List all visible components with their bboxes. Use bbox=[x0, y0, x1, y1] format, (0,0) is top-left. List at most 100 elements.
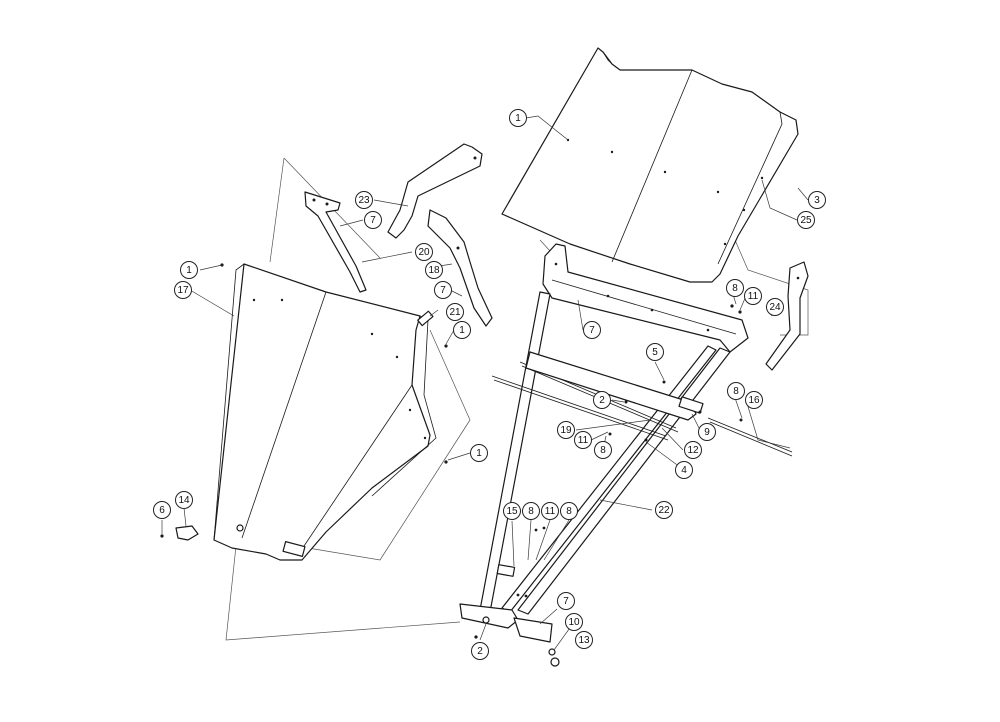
callout-11: 11 bbox=[541, 502, 559, 520]
callout-number: 12 bbox=[687, 445, 699, 456]
callout-number: 17 bbox=[177, 285, 189, 296]
callout-circle bbox=[726, 279, 744, 297]
callout-1: 1 bbox=[470, 444, 488, 462]
callout-2: 2 bbox=[593, 391, 611, 409]
callout-23: 23 bbox=[355, 191, 373, 209]
callout-number: 8 bbox=[528, 506, 534, 517]
callout-circle bbox=[646, 343, 664, 361]
callout-1: 1 bbox=[453, 321, 471, 339]
callout-8: 8 bbox=[594, 441, 612, 459]
callout-15: 15 bbox=[503, 502, 521, 520]
callout-25: 25 bbox=[797, 211, 815, 229]
callout-circle bbox=[364, 211, 382, 229]
callout-number: 1 bbox=[459, 325, 465, 336]
callout-7: 7 bbox=[434, 281, 452, 299]
callout-circle bbox=[522, 502, 540, 520]
callout-number: 24 bbox=[769, 302, 781, 313]
callout-7: 7 bbox=[583, 321, 601, 339]
callout-number: 11 bbox=[545, 506, 556, 517]
callout-number: 8 bbox=[733, 386, 739, 397]
clip-21 bbox=[220, 263, 448, 464]
callout-circle bbox=[744, 287, 762, 305]
callout-number: 1 bbox=[476, 448, 482, 459]
callout-number: 9 bbox=[704, 427, 710, 438]
callout-11: 11 bbox=[744, 287, 762, 305]
rods-and-bars bbox=[491, 351, 793, 457]
callout-circle bbox=[745, 391, 763, 409]
side-bracket-18 bbox=[427, 209, 493, 327]
callout-circle bbox=[470, 444, 488, 462]
callout-circle bbox=[565, 613, 583, 631]
callout-16: 16 bbox=[745, 391, 763, 409]
callout-circle bbox=[593, 391, 611, 409]
callout-12: 12 bbox=[684, 441, 702, 459]
callout-number: 13 bbox=[578, 635, 590, 646]
callout-number: 1 bbox=[515, 113, 521, 124]
callout-circle bbox=[575, 631, 593, 649]
callout-circle bbox=[541, 502, 559, 520]
callout-number: 2 bbox=[599, 395, 605, 406]
callout-8: 8 bbox=[522, 502, 540, 520]
callout-1: 1 bbox=[180, 261, 198, 279]
callout-number: 15 bbox=[506, 506, 518, 517]
callout-22: 22 bbox=[655, 501, 673, 519]
callout-circle bbox=[675, 461, 693, 479]
callout-number: 10 bbox=[568, 617, 580, 628]
callout-number: 22 bbox=[658, 505, 670, 516]
callout-number: 1 bbox=[186, 265, 192, 276]
callout-number: 20 bbox=[418, 247, 430, 258]
callout-9: 9 bbox=[698, 423, 716, 441]
callout-circle bbox=[355, 191, 373, 209]
callout-circle bbox=[574, 431, 592, 449]
callout-circle bbox=[560, 502, 578, 520]
callout-number: 3 bbox=[814, 195, 820, 206]
callout-circle bbox=[446, 303, 464, 321]
callout-circle bbox=[425, 261, 443, 279]
callout-circle bbox=[808, 191, 826, 209]
callout-3: 3 bbox=[808, 191, 826, 209]
callout-8: 8 bbox=[726, 279, 744, 297]
right-bracket-24 bbox=[730, 261, 809, 371]
callout-circle bbox=[503, 502, 521, 520]
callout-number: 7 bbox=[589, 325, 595, 336]
callout-circle bbox=[415, 243, 433, 261]
callout-19: 19 bbox=[557, 421, 575, 439]
top-cover-panel bbox=[501, 47, 799, 283]
callout-circle bbox=[471, 642, 489, 660]
callout-24: 24 bbox=[766, 298, 784, 316]
callout-circle bbox=[153, 501, 171, 519]
callout-number: 11 bbox=[578, 435, 589, 446]
callout-number: 23 bbox=[358, 195, 370, 206]
upper-bracket bbox=[387, 143, 483, 239]
callout-circle bbox=[797, 211, 815, 229]
callout-circle bbox=[594, 441, 612, 459]
callout-number: 16 bbox=[748, 395, 760, 406]
callout-circle bbox=[583, 321, 601, 339]
callout-circle bbox=[727, 382, 745, 400]
callout-number: 8 bbox=[566, 506, 572, 517]
handle-14 bbox=[160, 525, 199, 541]
callout-7: 7 bbox=[557, 592, 575, 610]
callout-circle bbox=[175, 491, 193, 509]
callout-number: 11 bbox=[748, 291, 759, 302]
callout-number: 7 bbox=[440, 285, 446, 296]
callout-1: 1 bbox=[509, 109, 527, 127]
callout-circle bbox=[180, 261, 198, 279]
callout-5: 5 bbox=[646, 343, 664, 361]
callout-circle bbox=[684, 441, 702, 459]
callout-number: 8 bbox=[732, 283, 738, 294]
callout-number: 18 bbox=[428, 265, 440, 276]
callout-circle bbox=[174, 281, 192, 299]
callout-4: 4 bbox=[675, 461, 693, 479]
callout-number: 25 bbox=[800, 215, 812, 226]
callout-circle bbox=[655, 501, 673, 519]
callout-circle bbox=[453, 321, 471, 339]
callout-11: 11 bbox=[574, 431, 592, 449]
callout-number: 6 bbox=[159, 505, 165, 516]
callout-8: 8 bbox=[560, 502, 578, 520]
callout-number: 14 bbox=[178, 495, 190, 506]
callout-21: 21 bbox=[446, 303, 464, 321]
callout-13: 13 bbox=[575, 631, 593, 649]
callout-circle bbox=[434, 281, 452, 299]
